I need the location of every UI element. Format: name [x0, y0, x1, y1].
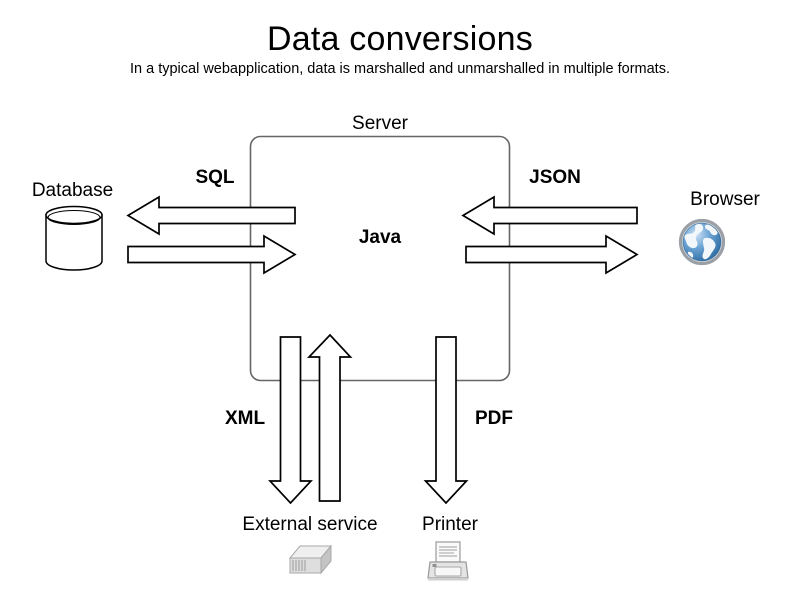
page-title: Data conversions: [267, 20, 533, 58]
arrow-server-to-printer: [423, 336, 469, 505]
node-label-database: Database: [31, 180, 114, 201]
node-label-printer: Printer: [422, 514, 478, 535]
printer-icon: [424, 538, 472, 586]
flow-label-json: JSON: [529, 167, 581, 188]
flow-label-pdf: PDF: [475, 408, 513, 429]
arrow-external-to-server: [307, 333, 353, 502]
arrow-server-to-browser: [465, 234, 639, 275]
node-label-server: Server: [352, 113, 408, 134]
server-box-icon: [288, 542, 334, 582]
node-label-external-service: External service: [242, 514, 378, 535]
globe-icon: [678, 218, 726, 266]
database-cylinder-icon: [44, 205, 104, 271]
arrow-server-to-external: [268, 336, 313, 505]
node-label-browser: Browser: [690, 189, 760, 210]
arrow-browser-to-server: [461, 195, 638, 236]
flow-label-xml: XML: [224, 408, 266, 429]
flow-label-sql: SQL: [195, 167, 235, 188]
arrow-sql-to-database: [126, 195, 296, 236]
arrow-database-to-server: [127, 234, 297, 275]
node-label-java: Java: [358, 227, 402, 248]
page-subtitle: In a typical webapplication, data is mar…: [129, 61, 670, 77]
